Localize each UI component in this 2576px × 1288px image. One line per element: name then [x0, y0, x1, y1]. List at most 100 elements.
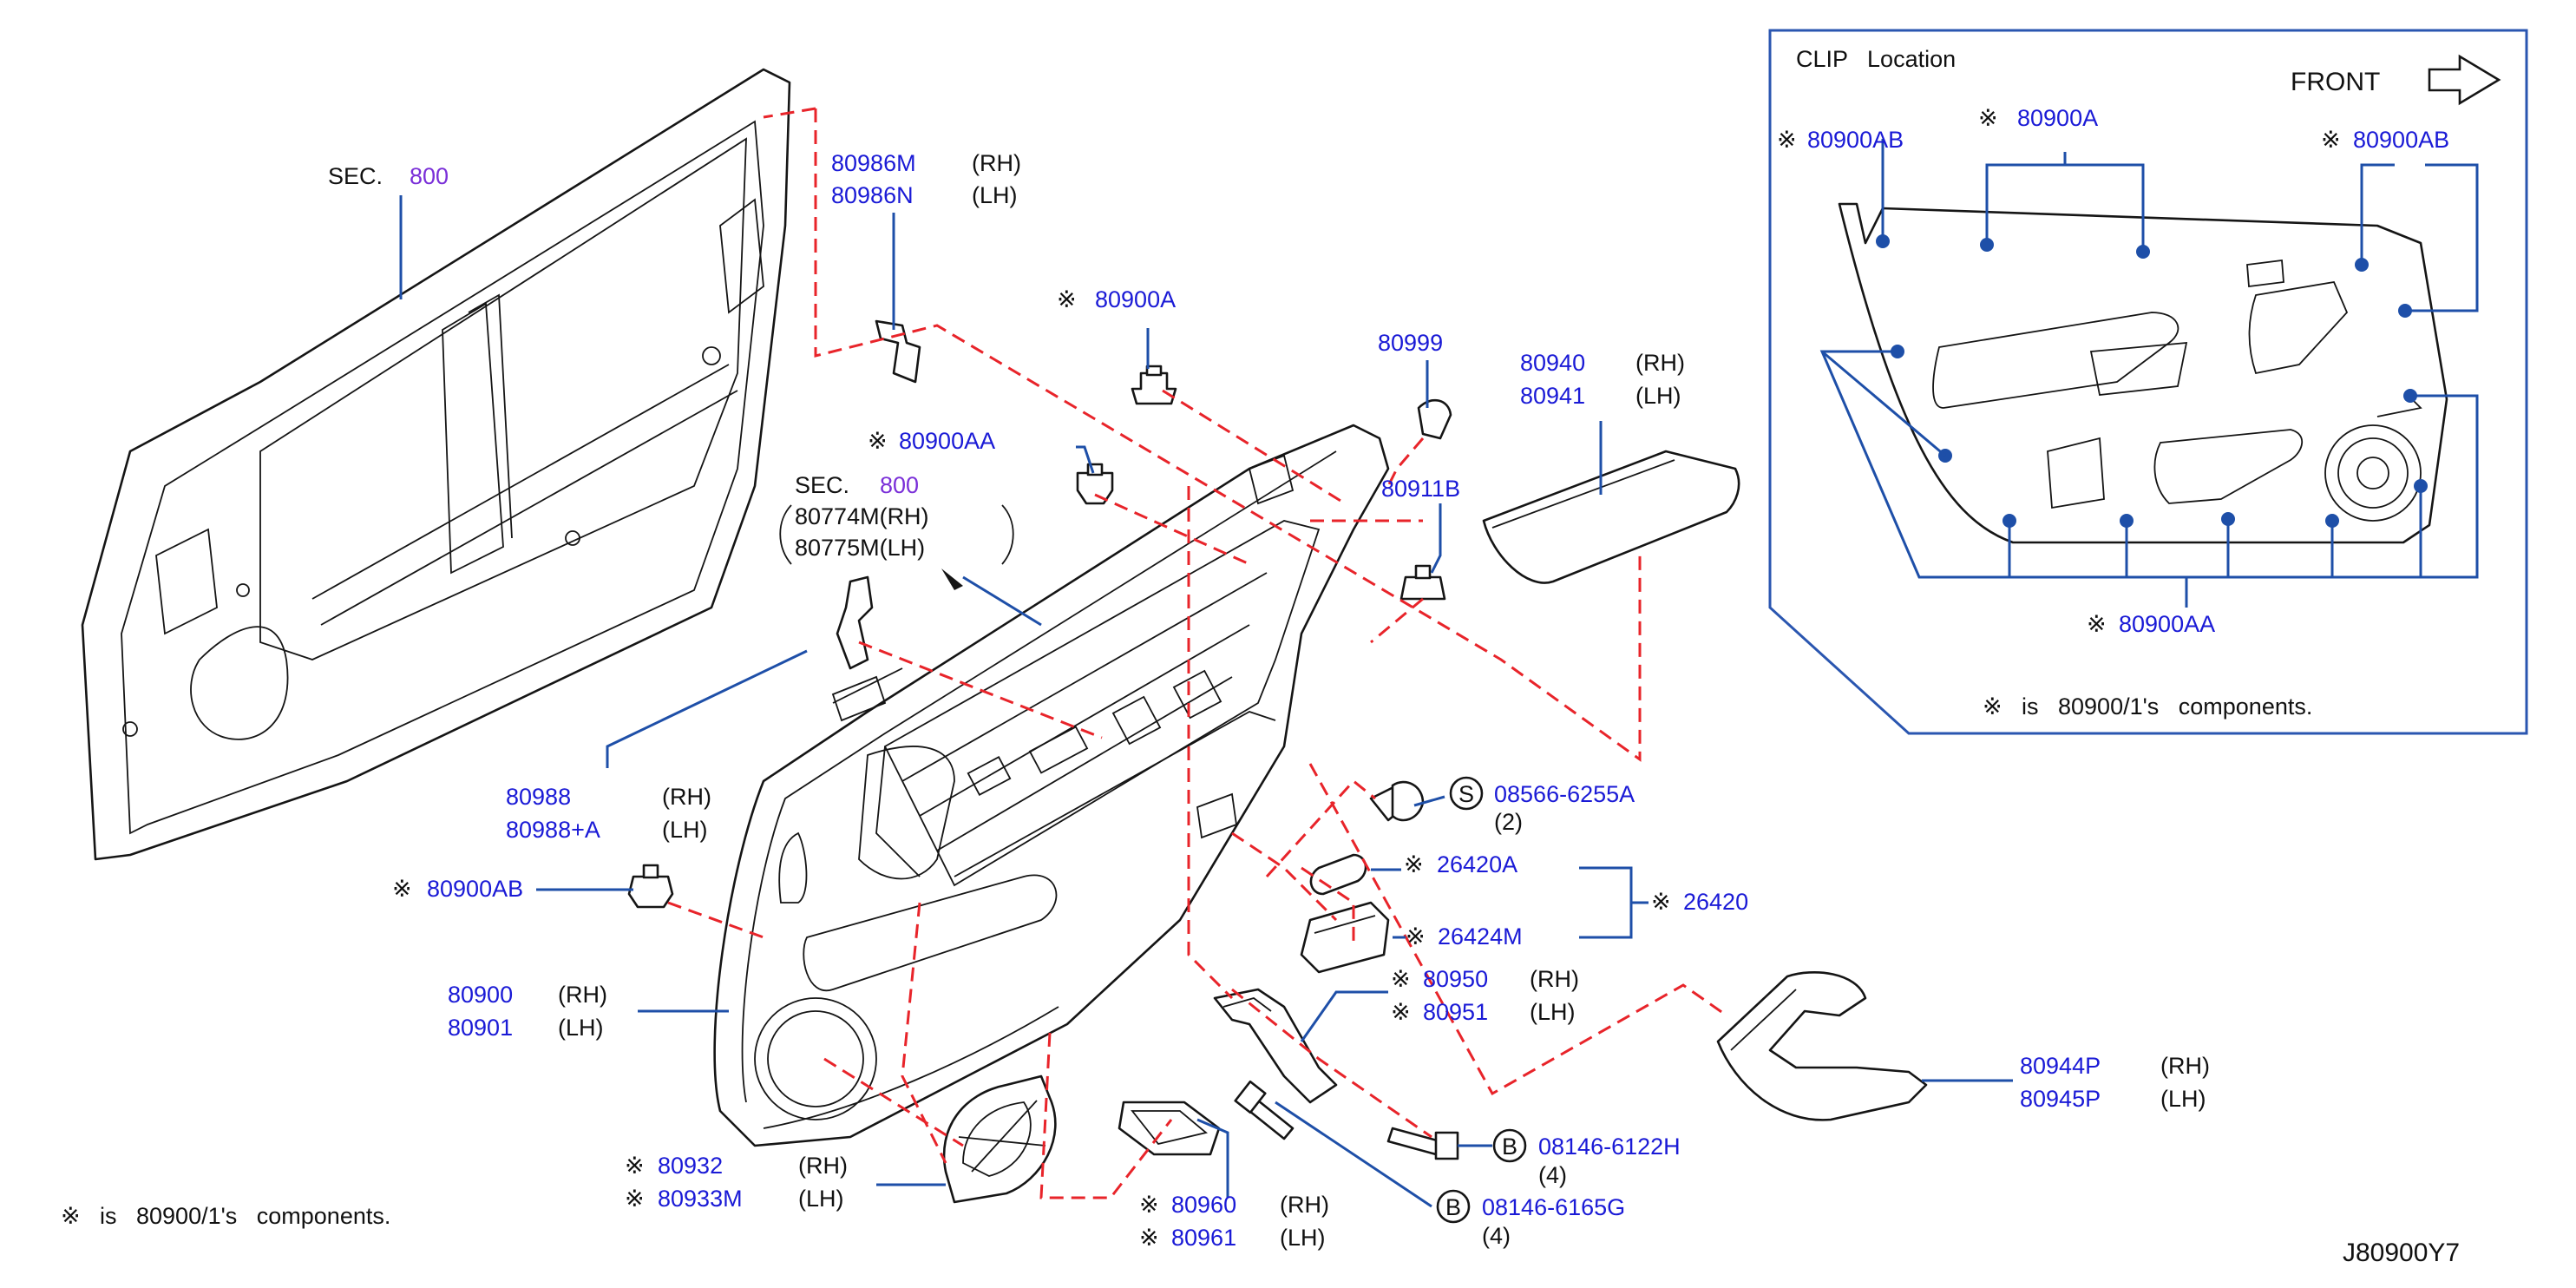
section-ref2-number: 800 [880, 472, 919, 498]
part-26420[interactable]: 26420 [1683, 889, 1748, 915]
component-mark: ※ [1139, 1225, 1159, 1251]
part-80960[interactable]: 80960 [1171, 1192, 1236, 1218]
part-80986M[interactable]: 80986M [831, 150, 916, 176]
part-08566-6255A[interactable]: 08566-6255A [1494, 781, 1635, 807]
door-frame [81, 68, 791, 861]
side-lh: (LH) [662, 817, 708, 843]
footnote-mark: ※ [61, 1203, 81, 1229]
door-trim-80900 [713, 424, 1390, 1147]
clip-label-80900AB-left[interactable]: 80900AB [1807, 127, 1904, 153]
clip-label-80900AA-bottom[interactable]: 80900AA [2119, 611, 2215, 637]
side-lh: (LH) [558, 1015, 604, 1041]
clip-80911B [1399, 564, 1446, 601]
clip-80900AB-left [627, 864, 674, 909]
component-mark: ※ [1139, 1192, 1159, 1218]
part-08146-6122H[interactable]: 08146-6122H [1538, 1134, 1681, 1160]
clip-80900AA [1076, 463, 1114, 505]
part-80775M[interactable]: 80775M(LH) [795, 535, 925, 561]
component-mark: ※ [392, 876, 412, 902]
part-80911B[interactable]: 80911B [1381, 476, 1460, 502]
part-80988A[interactable]: 80988+A [506, 817, 600, 843]
section-ref2-prefix: SEC. [795, 472, 849, 498]
part-80901[interactable]: 80901 [448, 1015, 513, 1041]
phantom-lines [667, 107, 1727, 1199]
section-ref-prefix: SEC. [328, 163, 383, 189]
side-lh: (LH) [1530, 999, 1576, 1025]
speaker-grille-80932 [942, 1074, 1057, 1204]
part-80961[interactable]: 80961 [1171, 1225, 1236, 1251]
clip-label-80900A[interactable]: 80900A [2017, 105, 2098, 131]
side-rh: (RH) [1280, 1192, 1329, 1218]
part-80944P[interactable]: 80944P [2020, 1053, 2101, 1079]
clip-footnote-mark: ※ [1983, 693, 2002, 720]
switch-base-80960 [1118, 1101, 1221, 1156]
part-80986N[interactable]: 80986N [831, 182, 914, 208]
component-mark: ※ [2321, 127, 2341, 153]
reference-arrow-icon [941, 568, 963, 590]
quantity: (4) [1538, 1162, 1567, 1188]
side-rh: (RH) [662, 784, 711, 810]
side-rh: (RH) [558, 982, 607, 1008]
part-80774M[interactable]: 80774M(RH) [795, 503, 929, 529]
part-80988[interactable]: 80988 [506, 784, 571, 810]
part-80900AB[interactable]: 80900AB [427, 876, 523, 902]
part-80941[interactable]: 80941 [1520, 383, 1585, 409]
quantity: (4) [1482, 1223, 1511, 1249]
clip-footnote-text: is 80900/1's components. [2022, 693, 2312, 720]
component-mark: ※ [1391, 966, 1411, 992]
part-26424M[interactable]: 26424M [1438, 923, 1523, 950]
part-80900AA[interactable]: 80900AA [899, 428, 995, 454]
component-mark: ※ [1391, 999, 1411, 1025]
clip-label-80900AB-right[interactable]: 80900AB [2353, 127, 2449, 153]
pull-handle-80950 [1213, 988, 1338, 1104]
side-rh: (RH) [972, 150, 1021, 176]
part-80900[interactable]: 80900 [448, 982, 513, 1008]
part-80933M[interactable]: 80933M [658, 1186, 743, 1212]
component-mark: ※ [1777, 127, 1797, 153]
side-lh: (LH) [798, 1186, 844, 1212]
part-26420A[interactable]: 26420A [1437, 851, 1517, 877]
side-rh: (RH) [1530, 966, 1579, 992]
bulb-26420A [1309, 853, 1367, 896]
screw-08566 [1369, 780, 1425, 822]
clip-80900A [1131, 365, 1177, 405]
bolt-08146-6165G [1234, 1080, 1295, 1140]
quantity: (2) [1494, 809, 1523, 835]
part-08146-6165G[interactable]: 08146-6165G [1482, 1194, 1625, 1220]
part-80999[interactable]: 80999 [1378, 330, 1443, 356]
part-80940[interactable]: 80940 [1520, 350, 1585, 376]
s-symbol-letter: S [1458, 781, 1474, 807]
clip-box-title: CLIP Location [1796, 46, 1956, 72]
part-80951[interactable]: 80951 [1423, 999, 1488, 1025]
diagram-code: J80900Y7 [2343, 1239, 2460, 1267]
front-arrow-icon [2428, 54, 2501, 106]
side-lh: (LH) [1635, 383, 1681, 409]
component-mark: ※ [868, 428, 888, 454]
component-mark: ※ [2087, 611, 2107, 637]
side-rh: (RH) [798, 1153, 848, 1179]
part-80945P[interactable]: 80945P [2020, 1086, 2101, 1112]
component-mark: ※ [1651, 889, 1671, 915]
component-mark: ※ [625, 1186, 645, 1212]
b-symbol-icon [1492, 1128, 1527, 1163]
section-ref-number: 800 [410, 163, 449, 189]
part-80932[interactable]: 80932 [658, 1153, 723, 1179]
front-label: FRONT [2291, 68, 2380, 96]
retainer-80999 [1417, 398, 1452, 440]
part-80900A[interactable]: 80900A [1095, 286, 1176, 312]
footnote-text: is 80900/1's components. [100, 1203, 390, 1229]
leader-lines [399, 195, 2013, 1208]
clip-location-box [1768, 29, 2528, 735]
component-mark: ※ [1057, 286, 1077, 312]
bracket-80986 [875, 319, 921, 384]
component-mark: ※ [1406, 923, 1426, 950]
s-symbol-icon [1449, 776, 1484, 811]
side-rh: (RH) [1635, 350, 1685, 376]
part-80950[interactable]: 80950 [1423, 966, 1488, 992]
side-lh: (LH) [972, 182, 1018, 208]
bolt-08146-6122H [1386, 1127, 1459, 1160]
component-mark: ※ [1978, 105, 1998, 131]
side-lh: (LH) [2160, 1086, 2206, 1112]
b-symbol-letter: B [1502, 1134, 1517, 1160]
